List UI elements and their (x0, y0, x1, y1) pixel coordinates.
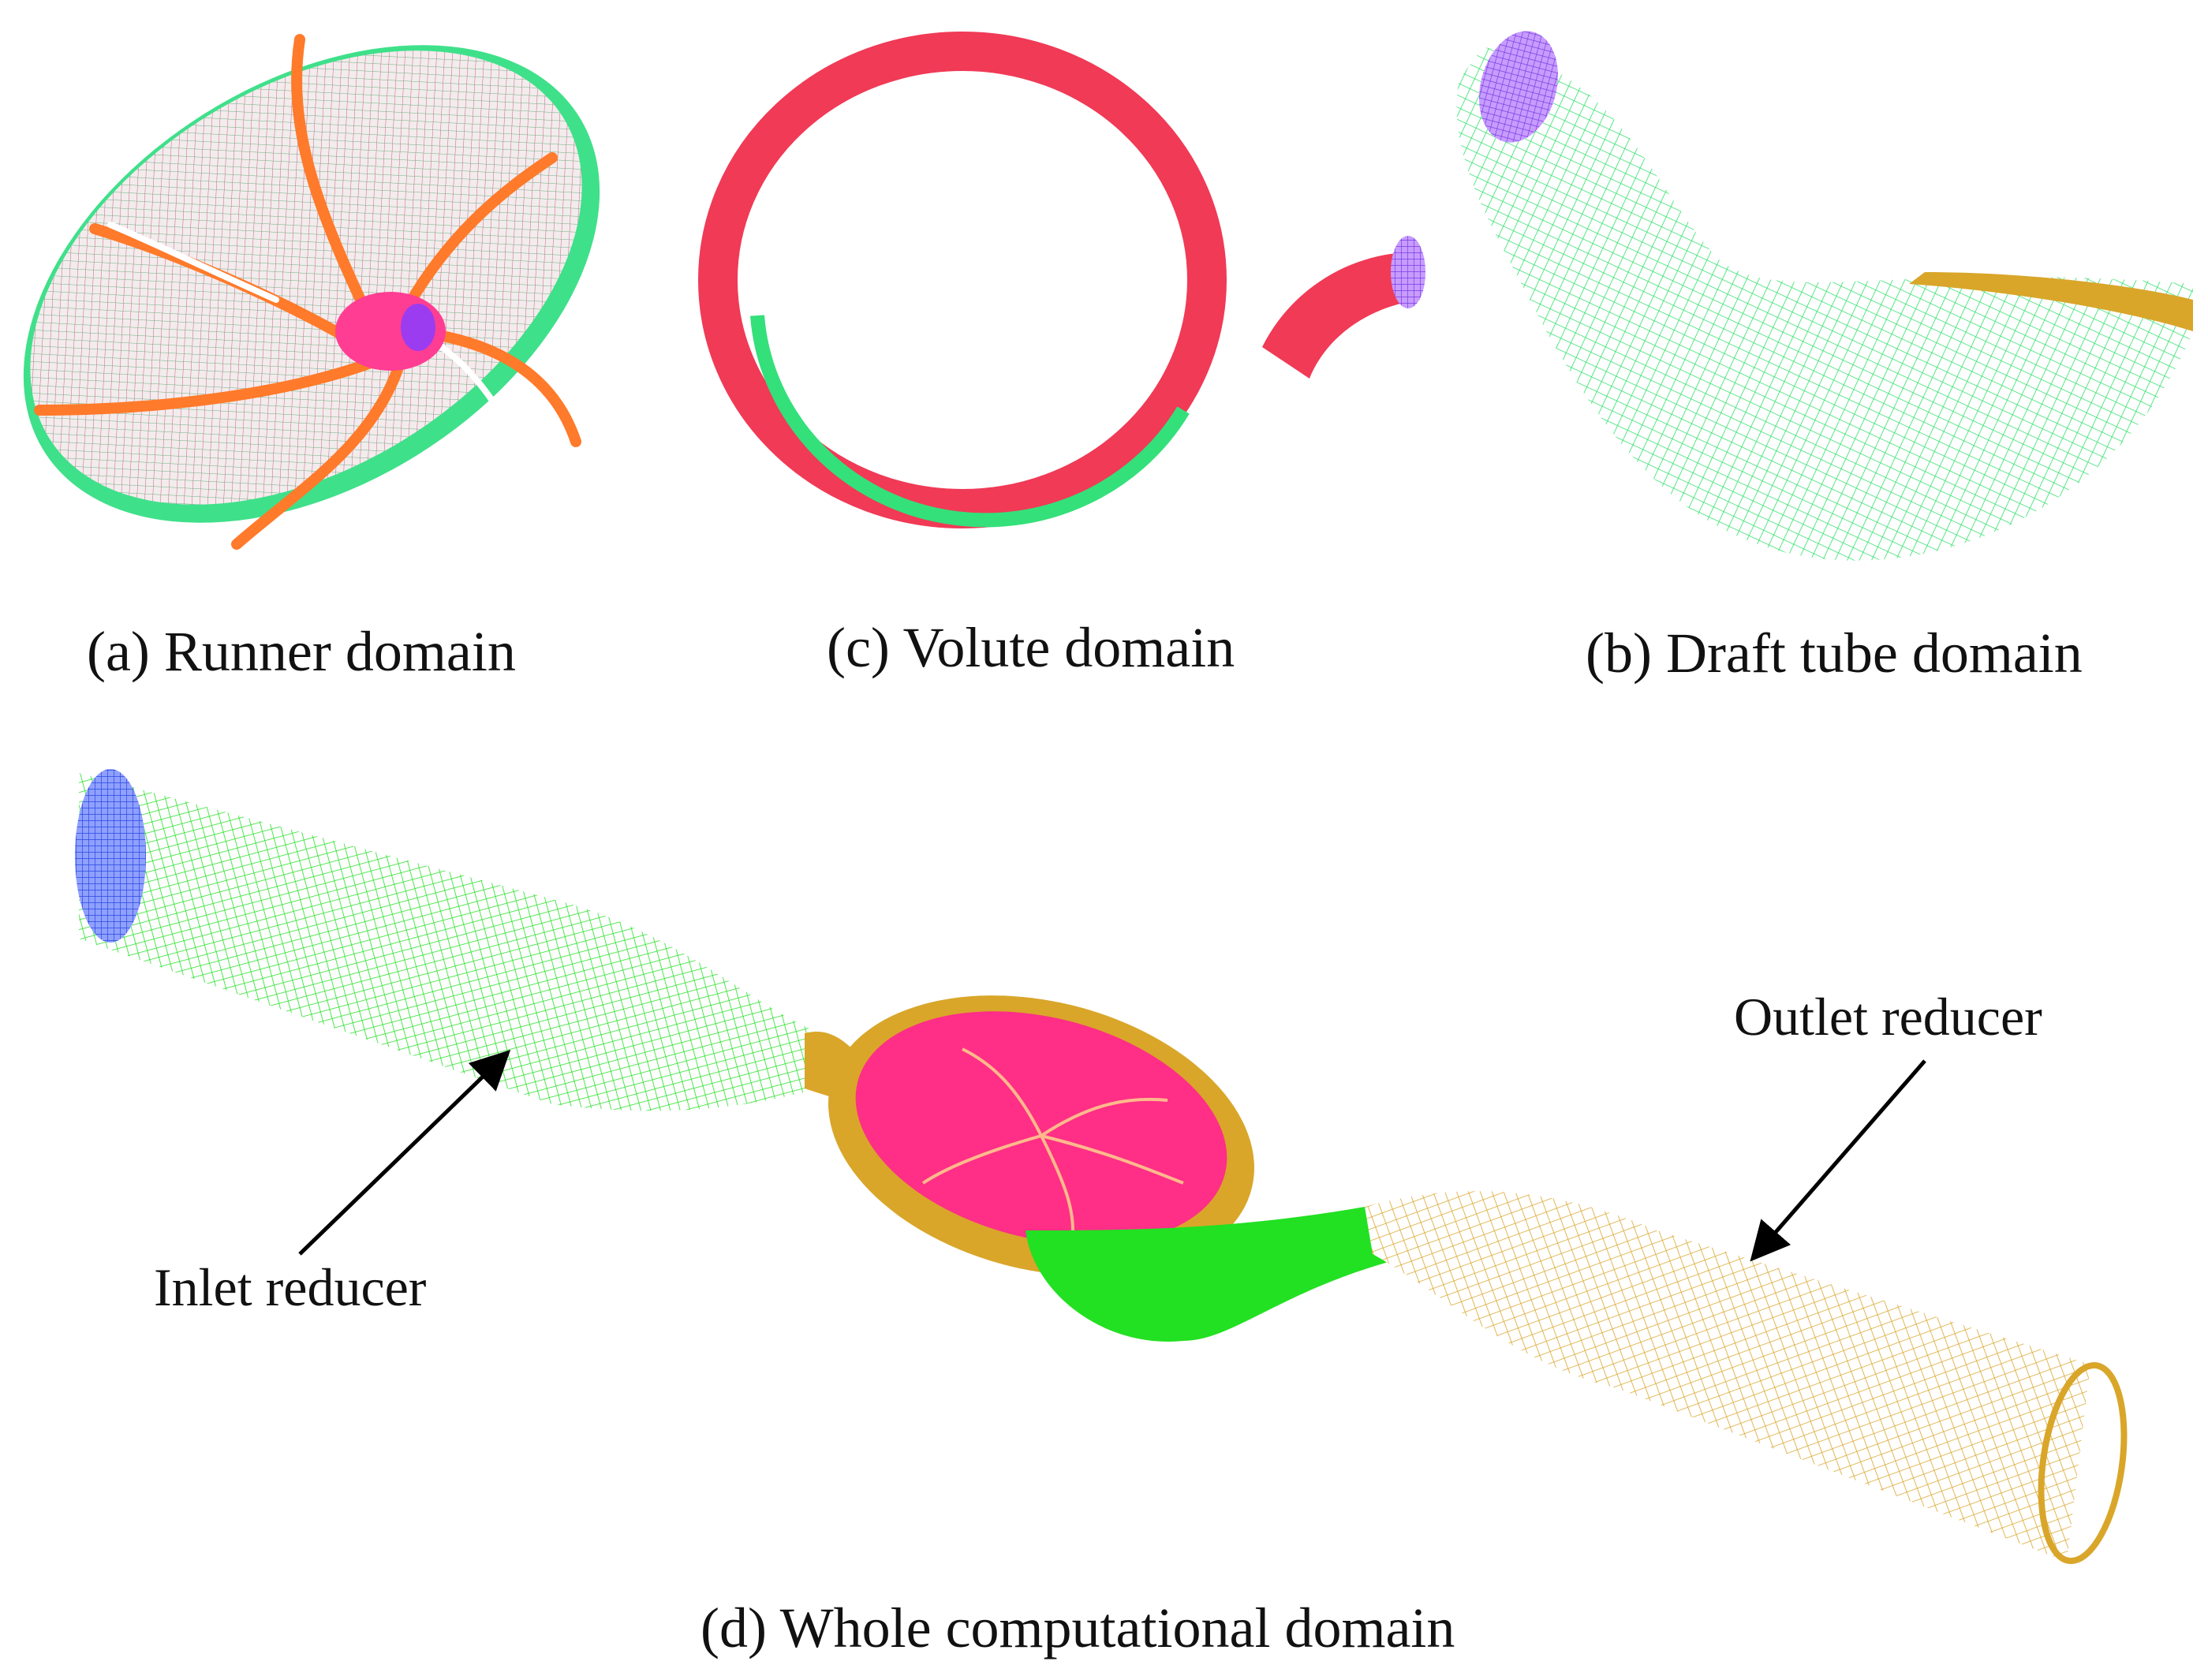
draft-tube-domain-illustration (1456, 31, 2193, 561)
caption-runner: (a) Runner domain (87, 620, 516, 683)
caption-whole: (d) Whole computational domain (701, 1596, 1455, 1659)
whole-domain-illustration (75, 769, 2128, 1564)
volute-domain-illustration (698, 32, 1425, 528)
runner-domain-illustration (23, 34, 600, 550)
caption-volute: (c) Volute domain (827, 616, 1235, 679)
label-inlet-reducer: Inlet reducer (154, 1257, 427, 1317)
inlet-arrow (298, 1050, 511, 1256)
outlet-arrow (1750, 1059, 1926, 1262)
caption-draft-tube: (b) Draft tube domain (1586, 622, 2083, 685)
label-outlet-reducer: Outlet reducer (1734, 987, 2042, 1047)
